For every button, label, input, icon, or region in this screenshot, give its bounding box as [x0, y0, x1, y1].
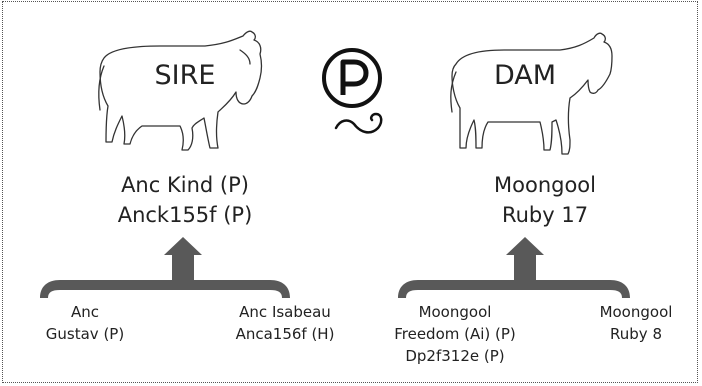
sire-parent-2: Anc Isabeau Anca156f (H): [225, 301, 345, 345]
sire-name: Anc Kind (P) Anck155f (P): [100, 170, 270, 230]
polled-p-icon: [322, 48, 383, 134]
sire-parent-1: Anc Gustav (P): [30, 301, 140, 345]
sire-name-line1: Anc Kind (P): [121, 173, 249, 197]
sire-cow-icon: [98, 30, 263, 151]
dam-parent-2-line2: Ruby 8: [610, 325, 662, 343]
dam-parent-1: Moongool Freedom (Ai) (P) Dp2f312e (P): [385, 301, 525, 367]
dam-label: DAM: [493, 60, 557, 91]
sire-parent-1-line2: Gustav (P): [45, 325, 125, 343]
dam-parent-2: Moongool Ruby 8: [586, 301, 686, 345]
dam-parent-2-line1: Moongool: [599, 303, 673, 321]
sire-label: SIRE: [154, 60, 216, 91]
dam-arrow: [398, 237, 630, 298]
sire-parent-2-line2: Anca156f (H): [235, 325, 335, 343]
dam-name: Moongool Ruby 17: [460, 170, 630, 230]
sire-parent-1-line1: Anc: [70, 303, 99, 321]
dam-cow-icon: [450, 32, 613, 155]
sire-parent-2-line1: Anc Isabeau: [239, 303, 331, 321]
dam-name-line2: Ruby 17: [501, 203, 589, 227]
dam-parent-1-line2: Freedom (Ai) (P): [394, 325, 516, 343]
sire-name-line2: Anck155f (P): [117, 203, 253, 227]
dam-parent-1-line1: Moongool: [418, 303, 492, 321]
sire-arrow: [40, 237, 290, 298]
dam-name-line1: Moongool: [494, 173, 596, 197]
dam-parent-1-line3: Dp2f312e (P): [405, 347, 505, 365]
